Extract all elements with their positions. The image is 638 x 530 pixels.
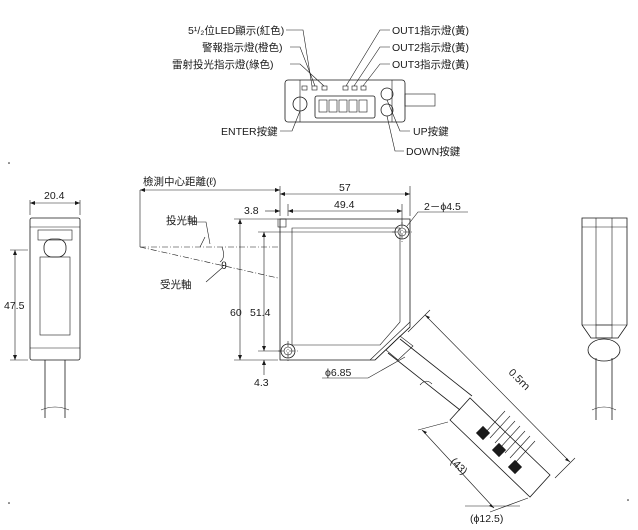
out3-indicator-icon xyxy=(360,85,367,91)
label-led-display: 5¹/₂位LED顯示(紅色) xyxy=(188,24,284,37)
led-display xyxy=(314,95,376,119)
dim-height-51-4: 51.4 xyxy=(250,307,271,319)
dim-side-height: 47.5 xyxy=(4,300,25,312)
front-view-body xyxy=(279,218,411,361)
top-view: 5¹/₂位LED顯示(紅色) 警報指示燈(橙色) 雷射投光指示燈(綠色) ENT… xyxy=(172,24,469,158)
alarm-indicator-icon xyxy=(311,85,318,91)
label-emit-axis: 投光軸 xyxy=(166,214,198,227)
label-out3-indicator: OUT3指示燈(黃) xyxy=(392,58,469,71)
label-receive-axis: 受光軸 xyxy=(160,278,192,291)
right-view-body xyxy=(581,217,628,339)
up-key-icon xyxy=(380,87,394,101)
led-indicator-icon xyxy=(301,85,308,91)
dim-cable-length: 0.5ｍ xyxy=(506,367,532,393)
label-laser-indicator: 雷射投光指示燈(綠色) xyxy=(172,58,274,71)
label-out1-indicator: OUT1指示燈(黃) xyxy=(392,24,469,37)
dim-width-49-4: 49.4 xyxy=(334,199,355,211)
out2-indicator-icon xyxy=(351,85,358,91)
label-out2-indicator: OUT2指示燈(黃) xyxy=(392,41,469,54)
dim-hole: 2－ϕ4.5 xyxy=(424,201,461,213)
dim-offset-4-3: 4.3 xyxy=(254,377,269,389)
front-view: 投光軸 θ 受光軸 檢測中心距離(ℓ) 57 49.4 3.8 2－ϕ4.5 6… xyxy=(139,175,576,525)
label-alarm-indicator: 警報指示燈(橙色) xyxy=(202,41,283,54)
out1-indicator-icon xyxy=(342,85,349,91)
dim-side-width: 20.4 xyxy=(44,190,65,202)
dim-connector-length: (43) xyxy=(448,456,470,478)
label-up-key: UP按鍵 xyxy=(413,125,449,138)
dim-width-57: 57 xyxy=(339,182,351,194)
dim-connector-diameter: (ϕ12.5) xyxy=(470,513,503,525)
left-view-body xyxy=(29,217,81,361)
cable xyxy=(385,335,473,411)
left-side-view: 20.4 47.5 xyxy=(4,190,81,418)
label-down-key: DOWN按鍵 xyxy=(406,145,461,158)
label-theta: θ xyxy=(221,260,227,272)
left-view-window xyxy=(43,238,67,258)
label-enter-key: ENTER按鍵 xyxy=(221,125,278,138)
laser-indicator-icon xyxy=(321,85,328,91)
dim-offset-3-8: 3.8 xyxy=(244,205,259,217)
label-detection-distance: 檢測中心距離(ℓ) xyxy=(143,175,216,188)
dim-cable-diameter: ϕ6.85 xyxy=(325,367,351,379)
dim-height-60: 60 xyxy=(230,307,242,319)
connector-icon xyxy=(449,397,551,498)
right-side-view xyxy=(581,217,628,420)
